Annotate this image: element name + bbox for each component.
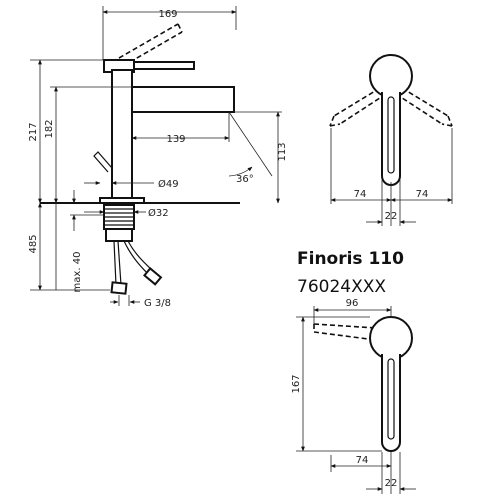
lever-dashed-left xyxy=(329,87,387,127)
product-code: 76024XXX xyxy=(297,277,386,297)
product-name: Finoris 110 xyxy=(297,249,404,269)
dim-thread: G 3/8 xyxy=(144,298,171,309)
mounting-nut xyxy=(105,228,133,242)
side-view: 169 217 182 139 113 36° Ø49 Ø32 485 xyxy=(28,6,288,309)
lever-dashed-right xyxy=(395,87,453,127)
dim-dia-32: Ø32 xyxy=(148,207,169,219)
dim-182: 182 xyxy=(44,119,55,138)
hose-fitting-left xyxy=(110,281,128,295)
popup-rod xyxy=(93,151,113,173)
dim-96: 96 xyxy=(346,298,359,309)
dim-169: 169 xyxy=(158,9,177,20)
top-view-swing: 74 74 22 xyxy=(329,54,453,226)
body-circle xyxy=(369,54,413,98)
faucet-body xyxy=(111,69,133,203)
lever-dashed-side xyxy=(313,323,377,341)
spout-aerator xyxy=(387,96,395,174)
spout-aerator-2 xyxy=(387,358,395,440)
dim-36-deg: 36° xyxy=(236,174,254,185)
dim-167: 167 xyxy=(291,374,302,393)
lever-dashed-end xyxy=(177,23,183,33)
hose-fitting-right xyxy=(143,267,163,286)
spout-tongue xyxy=(381,92,401,186)
dim-113: 113 xyxy=(277,142,288,161)
dim-139: 139 xyxy=(166,134,185,145)
dim-74-bottom: 74 xyxy=(356,455,369,466)
dim-485: 485 xyxy=(28,234,39,253)
hose-left xyxy=(113,240,117,286)
lever-dashed-upper xyxy=(111,23,179,63)
dim-217: 217 xyxy=(28,122,39,141)
spout-tongue-2 xyxy=(381,354,401,452)
spout xyxy=(131,86,235,113)
dim-74-right: 74 xyxy=(416,189,429,200)
dim-dia-49: Ø49 xyxy=(158,178,179,190)
dim-22-top: 22 xyxy=(385,211,398,222)
top-view-front: 96 167 74 22 xyxy=(291,298,416,494)
body-circle-2 xyxy=(369,316,413,360)
dim-74-left: 74 xyxy=(354,189,367,200)
dim-22-bottom: 22 xyxy=(385,478,398,489)
dim-max-40: max. 40 xyxy=(72,252,83,293)
threaded-shank xyxy=(103,204,135,230)
